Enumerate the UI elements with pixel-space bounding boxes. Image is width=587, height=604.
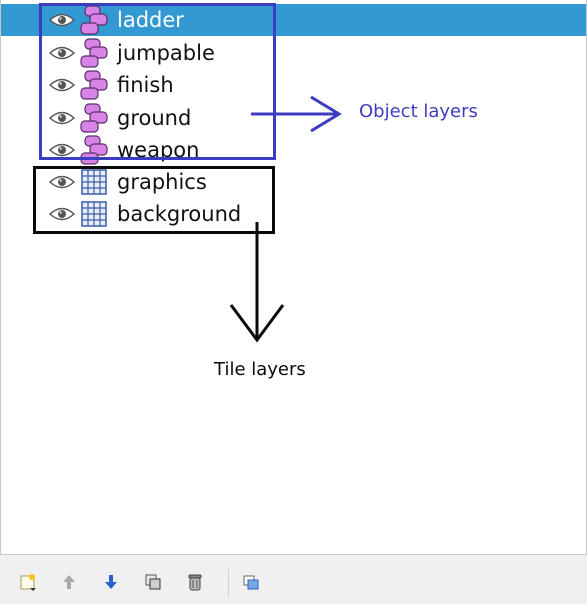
eye-icon[interactable]	[48, 45, 76, 61]
layer-row-ladder[interactable]: ladder	[1, 4, 586, 36]
layer-row-background[interactable]: background	[1, 198, 586, 230]
tile-layers-highlight-box	[33, 166, 275, 234]
move-down-icon[interactable]	[100, 571, 122, 593]
object-layers-arrow	[251, 95, 342, 133]
tile-layer-icon	[79, 199, 109, 229]
layer-name: finish	[117, 73, 174, 97]
eye-icon[interactable]	[48, 12, 76, 28]
tile-layers-label: Tile layers	[214, 359, 306, 380]
layer-name: jumpable	[117, 41, 215, 65]
layer-name: graphics	[117, 170, 207, 194]
object-layer-icon	[79, 70, 109, 100]
delete-layer-icon[interactable]	[184, 571, 206, 593]
layer-properties-icon[interactable]	[240, 571, 262, 593]
layer-name: ladder	[117, 8, 184, 32]
toolbar-separator	[228, 569, 229, 597]
object-layer-icon	[79, 5, 109, 35]
layers-toolbar	[0, 555, 587, 604]
layers-panel: ladder jumpable finish ground weapon gra…	[0, 0, 587, 555]
object-layers-label: Object layers	[359, 101, 478, 122]
layer-row-ground[interactable]: ground	[1, 102, 586, 134]
object-layer-icon	[79, 38, 109, 68]
new-layer-icon[interactable]	[18, 571, 40, 593]
eye-icon[interactable]	[48, 110, 76, 126]
layer-row-graphics[interactable]: graphics	[1, 166, 586, 198]
object-layer-icon	[79, 135, 109, 165]
layer-row-finish[interactable]: finish	[1, 69, 586, 101]
object-layer-icon	[79, 103, 109, 133]
move-up-icon[interactable]	[58, 571, 80, 593]
eye-icon[interactable]	[48, 142, 76, 158]
eye-icon[interactable]	[48, 77, 76, 93]
tile-layers-arrow	[229, 222, 285, 343]
layer-row-jumpable[interactable]: jumpable	[1, 37, 586, 69]
tile-layer-icon	[79, 167, 109, 197]
eye-icon[interactable]	[48, 206, 76, 222]
duplicate-layer-icon[interactable]	[142, 571, 164, 593]
object-layers-highlight-box	[39, 3, 276, 160]
layer-name: ground	[117, 106, 192, 130]
eye-icon[interactable]	[48, 174, 76, 190]
layer-name: background	[117, 202, 242, 226]
